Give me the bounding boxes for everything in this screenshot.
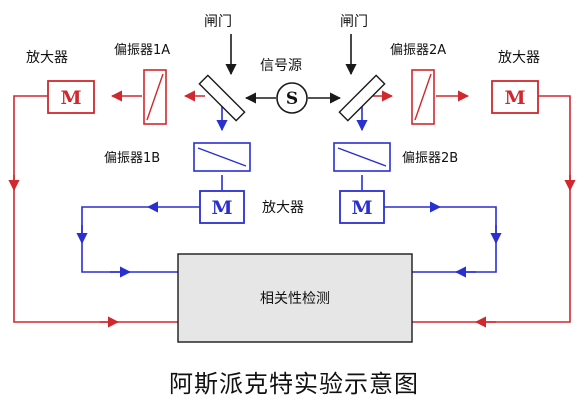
diagram-caption: 阿斯派克特实验示意图 <box>169 370 419 398</box>
label-pol-1a: 偏振器1A <box>114 43 170 58</box>
source-symbol: S <box>286 89 298 109</box>
correlation-detector: 相关性检测 <box>177 253 413 343</box>
polarizer-2b <box>333 142 391 172</box>
left-blue-path <box>76 105 228 278</box>
amplifier-b-right-symbol: M <box>351 197 372 219</box>
label-gate-left: 闸门 <box>204 14 232 30</box>
signal-source: S <box>276 82 308 114</box>
label-gate-right: 闸门 <box>340 14 368 30</box>
left-switch-mirror <box>198 74 246 122</box>
amplifier-left-symbol: M <box>60 87 81 109</box>
amplifier-b-left: M <box>199 190 245 224</box>
gate-arrows <box>225 34 357 76</box>
polarizer-1a <box>143 69 167 125</box>
right-switch-mirror <box>338 74 386 122</box>
amplifier-right: M <box>491 80 539 114</box>
amplifier-b-left-symbol: M <box>211 197 232 219</box>
polarizer-2a <box>411 69 435 125</box>
right-red-path <box>370 90 576 328</box>
label-amp-center: 放大器 <box>262 200 304 216</box>
polarizer-1b <box>193 142 251 172</box>
amplifier-left: M <box>47 80 95 114</box>
left-red-path <box>8 90 205 328</box>
label-pol-2a: 偏振器2A <box>390 43 446 58</box>
amplifier-right-symbol: M <box>504 87 525 109</box>
label-amp-left: 放大器 <box>26 50 68 66</box>
label-pol-2b: 偏振器2B <box>402 151 458 166</box>
source-circle <box>276 82 308 114</box>
amplifier-b-right: M <box>339 190 385 224</box>
label-amp-right: 放大器 <box>498 50 540 66</box>
label-pol-1b: 偏振器1B <box>104 151 160 166</box>
right-blue-path <box>356 105 502 278</box>
correlation-label: 相关性检测 <box>260 291 330 307</box>
label-source: 信号源 <box>260 58 302 74</box>
